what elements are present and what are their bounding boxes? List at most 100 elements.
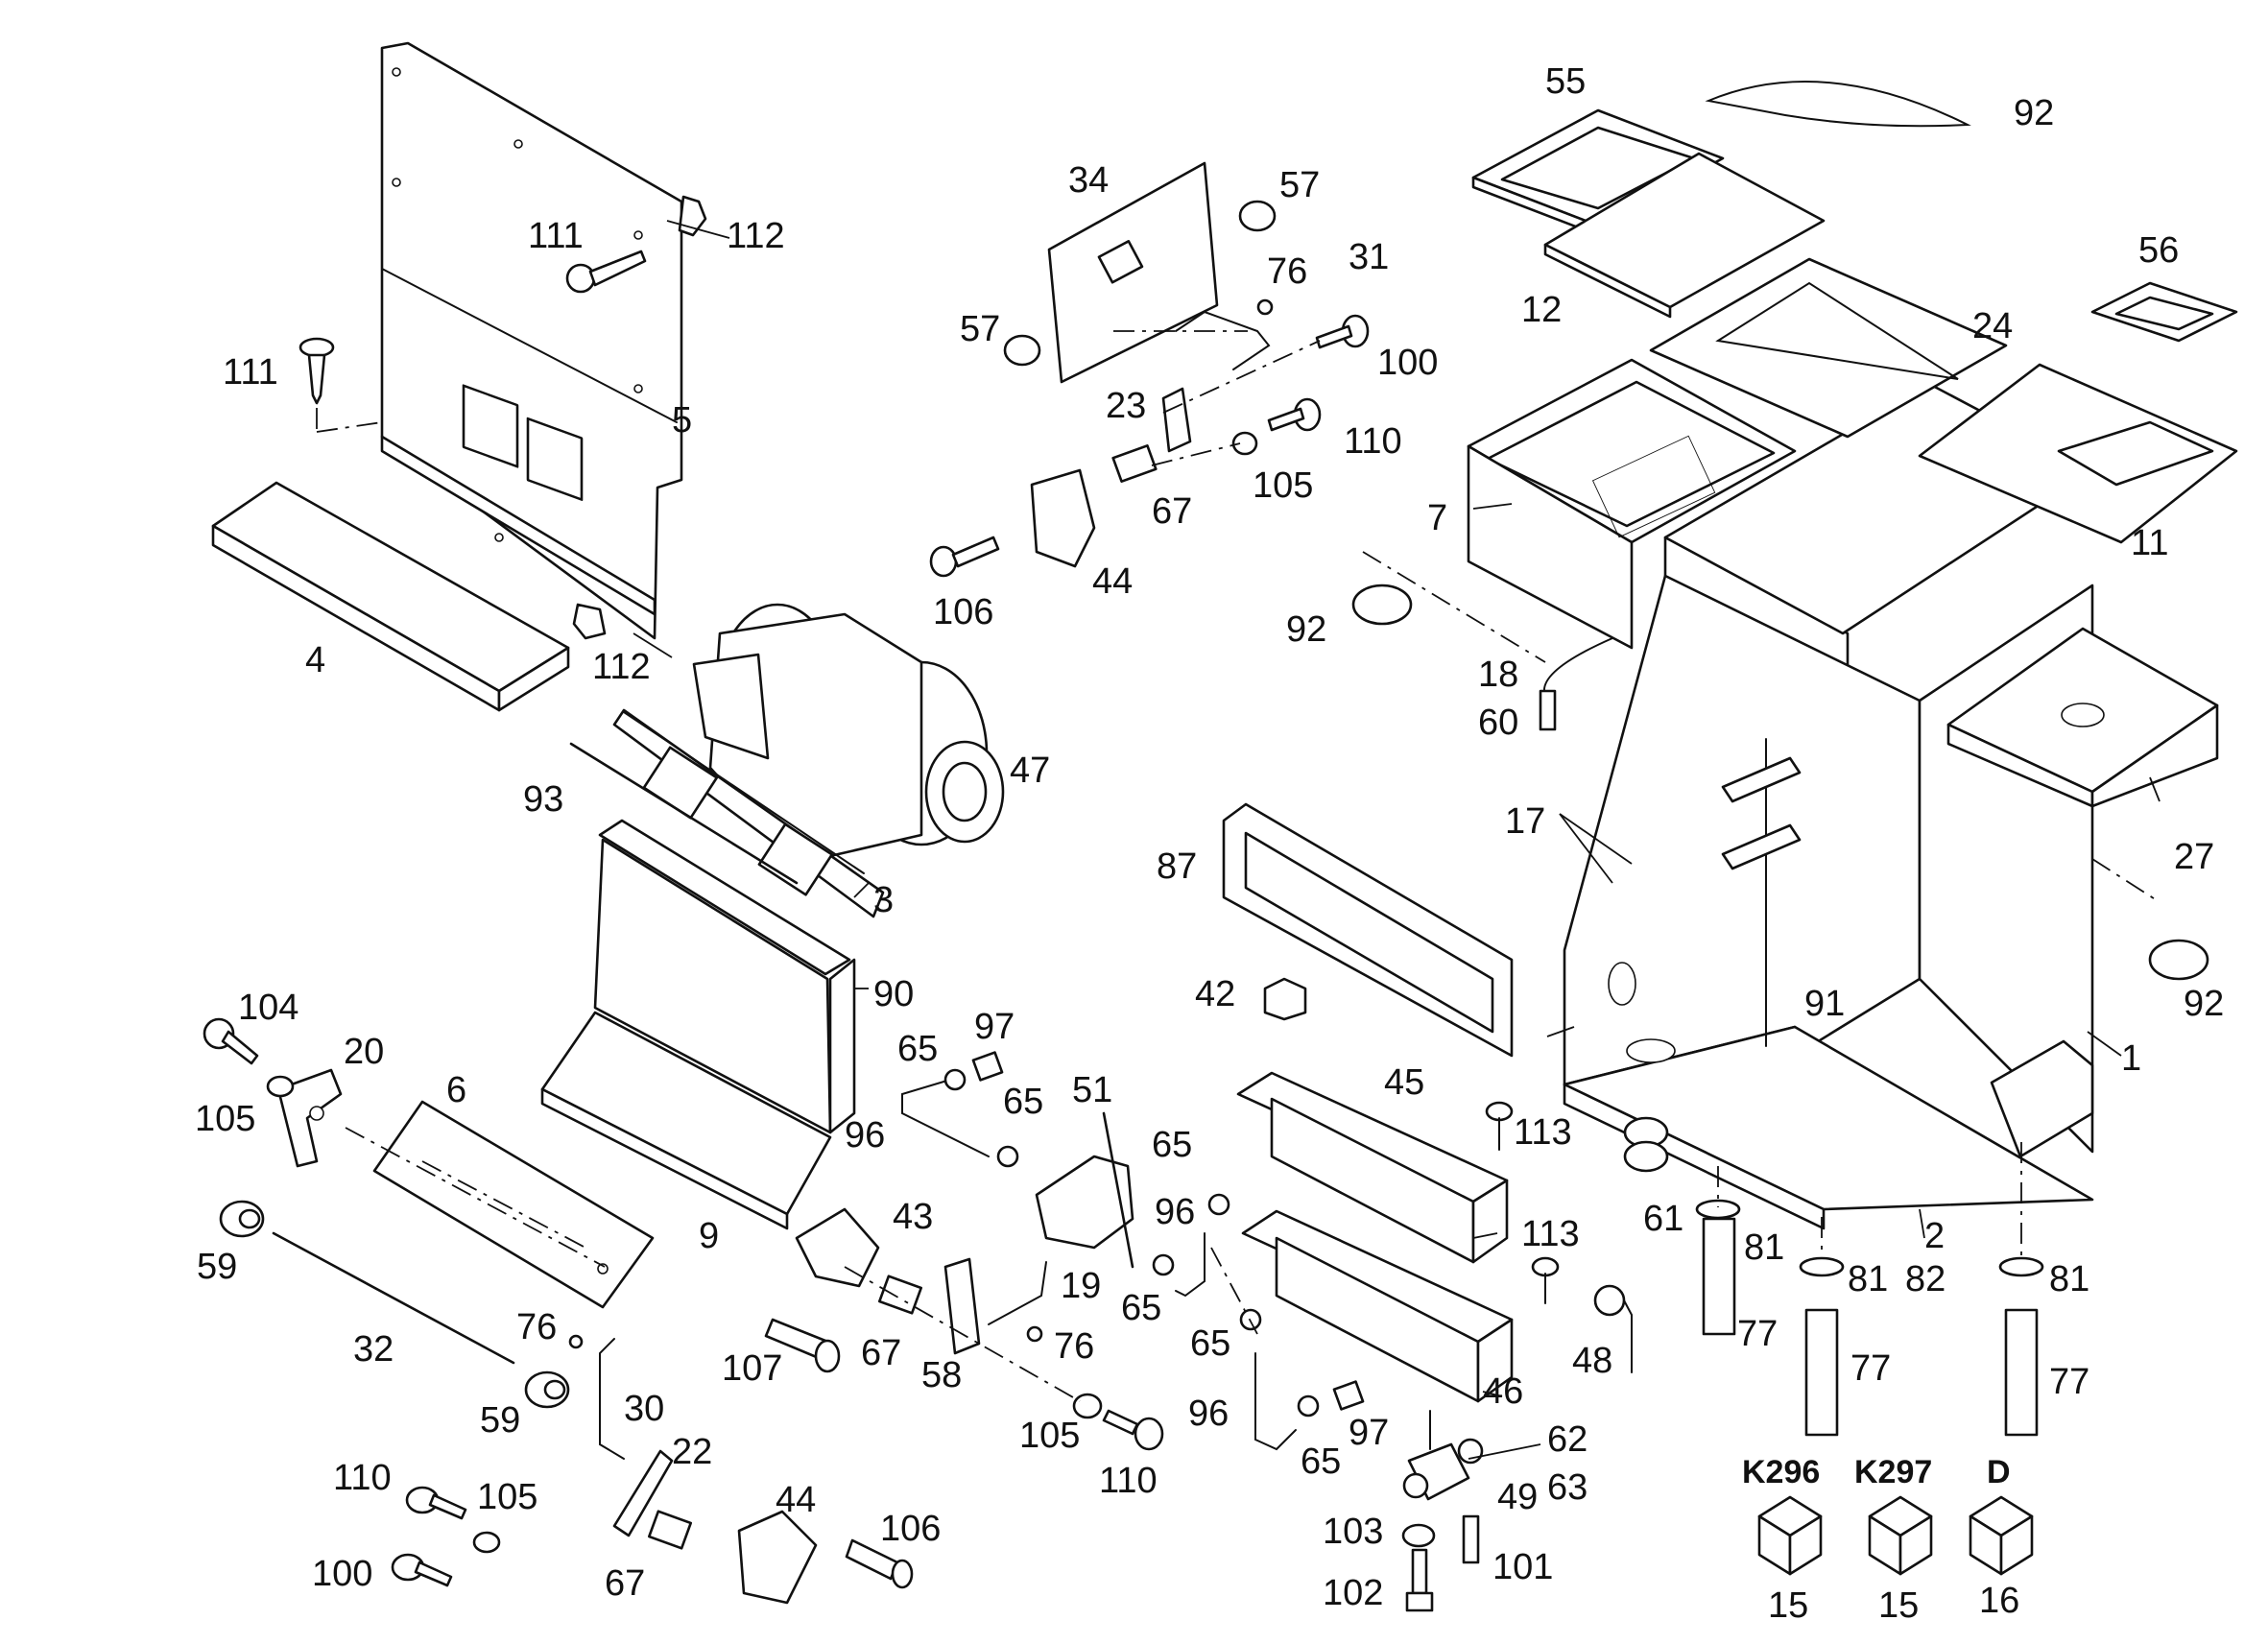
callout-67-a: 67	[1152, 491, 1192, 532]
callout-101: 101	[1492, 1547, 1553, 1587]
part-46-heat-exchanger	[1241, 1209, 1514, 1403]
callout-48: 48	[1572, 1341, 1612, 1381]
part-110-bolt-upper	[1267, 397, 1322, 432]
callout-20: 20	[344, 1032, 384, 1072]
part-23-plate	[1161, 387, 1192, 453]
part-7-filter-tray	[1467, 358, 1797, 650]
part-5-rear-panel	[380, 41, 683, 640]
callout-61: 61	[1643, 1199, 1683, 1239]
part-92-seal-mid	[1351, 584, 1413, 626]
part-67-switch-upper	[1111, 443, 1158, 484]
callout-65-f: 65	[1301, 1441, 1341, 1482]
callout-59-a: 59	[197, 1247, 237, 1287]
callout-87: 87	[1157, 846, 1197, 887]
callout-7: 7	[1427, 498, 1447, 538]
callout-55: 55	[1545, 61, 1586, 102]
callout-22: 22	[672, 1432, 712, 1472]
part-81-clamp-c	[1998, 1256, 2044, 1277]
variant-cube-k296	[1757, 1495, 1823, 1576]
part-59-grommet-lower	[524, 1370, 570, 1409]
part-57-grommet-left	[1003, 334, 1041, 367]
callout-3: 3	[873, 880, 894, 920]
part-93-seal-strip	[569, 742, 799, 885]
part-20-bracket	[276, 1068, 343, 1168]
part-77-hose-b	[1804, 1308, 1839, 1437]
part-81-clamp-a	[1695, 1199, 1741, 1220]
callout-49: 49	[1497, 1477, 1538, 1517]
part-47-blower	[692, 603, 1005, 866]
part-100-bolt-upper	[1315, 314, 1370, 349]
callout-5: 5	[672, 400, 692, 441]
part-49-valve	[1402, 1410, 1484, 1501]
callout-76-b: 76	[1054, 1326, 1094, 1367]
callout-77-b: 77	[1850, 1348, 1891, 1389]
part-92-seal-right	[2148, 939, 2209, 981]
callout-24: 24	[1972, 306, 2013, 346]
part-65-clamp-d	[1297, 1394, 1320, 1418]
callout-65-a: 65	[897, 1029, 938, 1069]
part-90-shroud	[593, 819, 856, 1134]
callout-2: 2	[1924, 1216, 1945, 1256]
callout-23: 23	[1106, 386, 1146, 426]
callout-76-c: 76	[516, 1307, 557, 1347]
part-106-bolt-upper	[929, 536, 1000, 578]
callout-110-b: 110	[1099, 1461, 1158, 1501]
part-45-heat-exchanger	[1236, 1071, 1509, 1264]
callout-45: 45	[1384, 1062, 1424, 1103]
part-111-screw-upper	[565, 250, 647, 294]
callout-76-a: 76	[1267, 251, 1307, 292]
part-61-grommet	[1623, 1116, 1669, 1173]
part-106-bolt-lower	[845, 1538, 914, 1589]
callout-110-c: 110	[333, 1458, 392, 1498]
part-48-elbow	[1593, 1284, 1633, 1373]
part-76-clip-lower	[568, 1334, 584, 1349]
callout-65-b: 65	[1003, 1082, 1043, 1122]
part-92-seal-top	[1705, 81, 1971, 128]
part-9-deflector	[540, 1011, 832, 1230]
callout-43: 43	[893, 1197, 933, 1237]
callout-27: 27	[2174, 837, 2214, 877]
part-105-washer-upper	[1231, 431, 1258, 456]
part-60-sensor	[1539, 689, 1557, 731]
part-19-tube	[988, 1261, 1047, 1325]
callouts: 1 2 82 3 4 5 6 7 9 11 12 15 15 16 17 18 …	[195, 61, 2224, 1626]
part-55-frame	[1471, 108, 1725, 237]
callout-62: 62	[1547, 1419, 1588, 1460]
callout-47: 47	[1010, 751, 1050, 791]
callout-96-c: 96	[1188, 1394, 1229, 1434]
part-65-clamp-b	[996, 1145, 1019, 1168]
part-77-hose-a	[1702, 1217, 1736, 1336]
part-110-bolt-mid	[1102, 1409, 1164, 1451]
callout-18: 18	[1478, 655, 1518, 695]
callout-105-d: 105	[477, 1477, 537, 1517]
part-31-tube	[1175, 310, 1271, 370]
callout-92-a: 92	[2014, 93, 2054, 133]
part-107-bolt	[764, 1318, 841, 1373]
part-6-plate	[372, 1100, 655, 1309]
part-2-bracket	[1990, 1039, 2094, 1158]
callout-113-a: 113	[1514, 1112, 1572, 1153]
callout-11: 11	[2131, 523, 2168, 563]
part-3-blower-plate	[612, 708, 885, 918]
callout-112-a: 112	[727, 216, 785, 256]
callout-97-b: 97	[1349, 1413, 1389, 1453]
part-34-board	[1047, 161, 1219, 384]
callout-16: 16	[1979, 1581, 2019, 1621]
callout-77-a: 77	[1737, 1314, 1778, 1354]
part-105-washer-a	[266, 1075, 295, 1098]
callout-63: 63	[1547, 1467, 1588, 1508]
callout-100-a: 100	[1377, 343, 1438, 383]
part-76-clip-upper	[1256, 298, 1274, 316]
callout-42: 42	[1195, 974, 1235, 1014]
callout-90: 90	[873, 974, 914, 1014]
variant-label-d: D	[1987, 1454, 2011, 1490]
callout-91: 91	[1804, 984, 1845, 1024]
callout-9: 9	[699, 1216, 719, 1256]
callout-81-a: 81	[1744, 1227, 1784, 1268]
callout-59-b: 59	[480, 1400, 520, 1441]
callout-65-c: 65	[1152, 1125, 1192, 1165]
part-97-nipple-b	[1332, 1380, 1365, 1411]
part-102-bolt	[1405, 1548, 1434, 1612]
part-56-seal	[2090, 281, 2238, 343]
